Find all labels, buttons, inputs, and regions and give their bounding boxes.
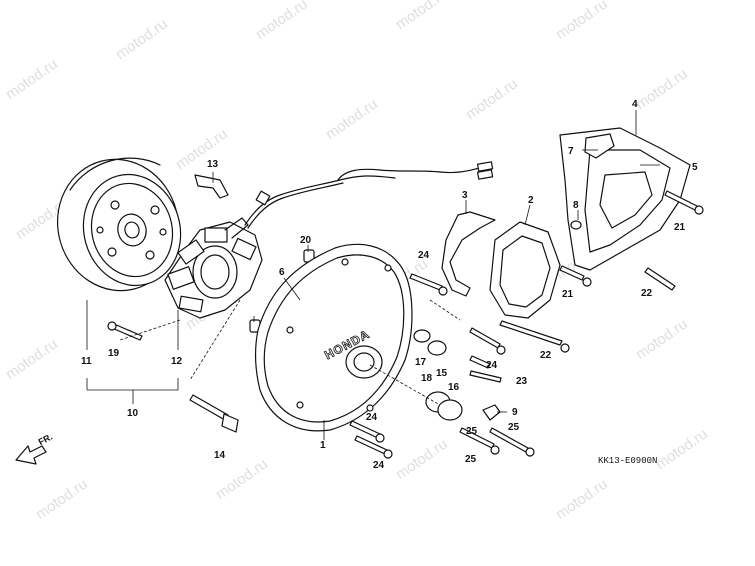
bolts-right (409, 190, 704, 383)
callout-10: 10 (127, 408, 139, 419)
callout-11: 11 (81, 356, 92, 367)
watermark: motod.ru (33, 475, 91, 523)
watermark: motod.ru (633, 65, 691, 113)
watermark: motod.ru (3, 55, 61, 103)
callout-16: 16 (448, 382, 460, 393)
callout-24c: 24 (366, 412, 378, 423)
watermark: motod.ru (653, 425, 711, 473)
callout-18: 18 (421, 373, 433, 384)
callout-21b: 21 (562, 289, 574, 300)
watermark: motod.ru (553, 0, 611, 43)
callout-7: 7 (568, 146, 574, 157)
callout-24d: 24 (373, 460, 385, 471)
callout-17: 17 (415, 357, 427, 368)
callout-14: 14 (214, 450, 226, 461)
callout-24b: 24 (486, 360, 498, 371)
wire-harness (244, 161, 494, 229)
callout-15: 15 (436, 368, 448, 379)
front-direction-arrow: FR. (15, 432, 54, 465)
watermark: motod.ru (633, 315, 691, 363)
flywheel-part (56, 157, 182, 292)
sprocket-cover-part (489, 221, 561, 319)
callout-labels: 1 2 3 4 5 6 7 8 9 10 11 12 13 14 15 16 1… (81, 99, 698, 471)
callout-9: 9 (512, 407, 518, 418)
guide-plate-part (441, 211, 496, 297)
callout-8: 8 (573, 200, 579, 211)
watermark: motod.ru (393, 0, 451, 33)
callout-1: 1 (320, 440, 326, 451)
leader-lines (86, 110, 660, 440)
stator-part (164, 217, 263, 319)
direction-label: FR. (37, 432, 54, 448)
callout-25c: 25 (465, 454, 477, 465)
callout-3: 3 (462, 190, 468, 201)
callout-24a: 24 (418, 250, 430, 261)
callout-13: 13 (207, 159, 219, 170)
callout-22b: 22 (641, 288, 653, 299)
callout-25a: 25 (466, 426, 478, 437)
watermark: motod.ru (173, 125, 231, 173)
bolt-19 (107, 321, 143, 341)
callout-12: 12 (171, 356, 183, 367)
watermark: motod.ru (323, 95, 381, 143)
callout-25b: 25 (508, 422, 520, 433)
callout-5: 5 (692, 162, 698, 173)
watermark: motod.ru (213, 455, 271, 503)
crankcase-cover-part: HONDA (254, 243, 413, 432)
callout-22a: 22 (540, 350, 552, 361)
callout-2: 2 (528, 195, 534, 206)
callout-6: 6 (279, 267, 285, 278)
drawing-code: KK13-E0900N (598, 456, 657, 466)
callout-21a: 21 (674, 222, 686, 233)
watermark: motod.ru (393, 435, 451, 483)
bolts-bottom (349, 420, 535, 459)
caps-seals (413, 329, 501, 421)
callout-4: 4 (632, 99, 638, 110)
bolt-14 (189, 394, 239, 433)
rear-cover-part (559, 127, 691, 271)
callout-20: 20 (300, 235, 312, 246)
watermark: motod.ru (463, 75, 521, 123)
watermark: motod.ru (553, 475, 611, 523)
watermark: motod.ru (113, 15, 171, 63)
watermark: motod.ru (3, 335, 61, 383)
callout-23: 23 (516, 376, 528, 387)
callout-19: 19 (108, 348, 120, 359)
clamp-part (194, 174, 229, 199)
watermark: motod.ru (253, 0, 311, 43)
